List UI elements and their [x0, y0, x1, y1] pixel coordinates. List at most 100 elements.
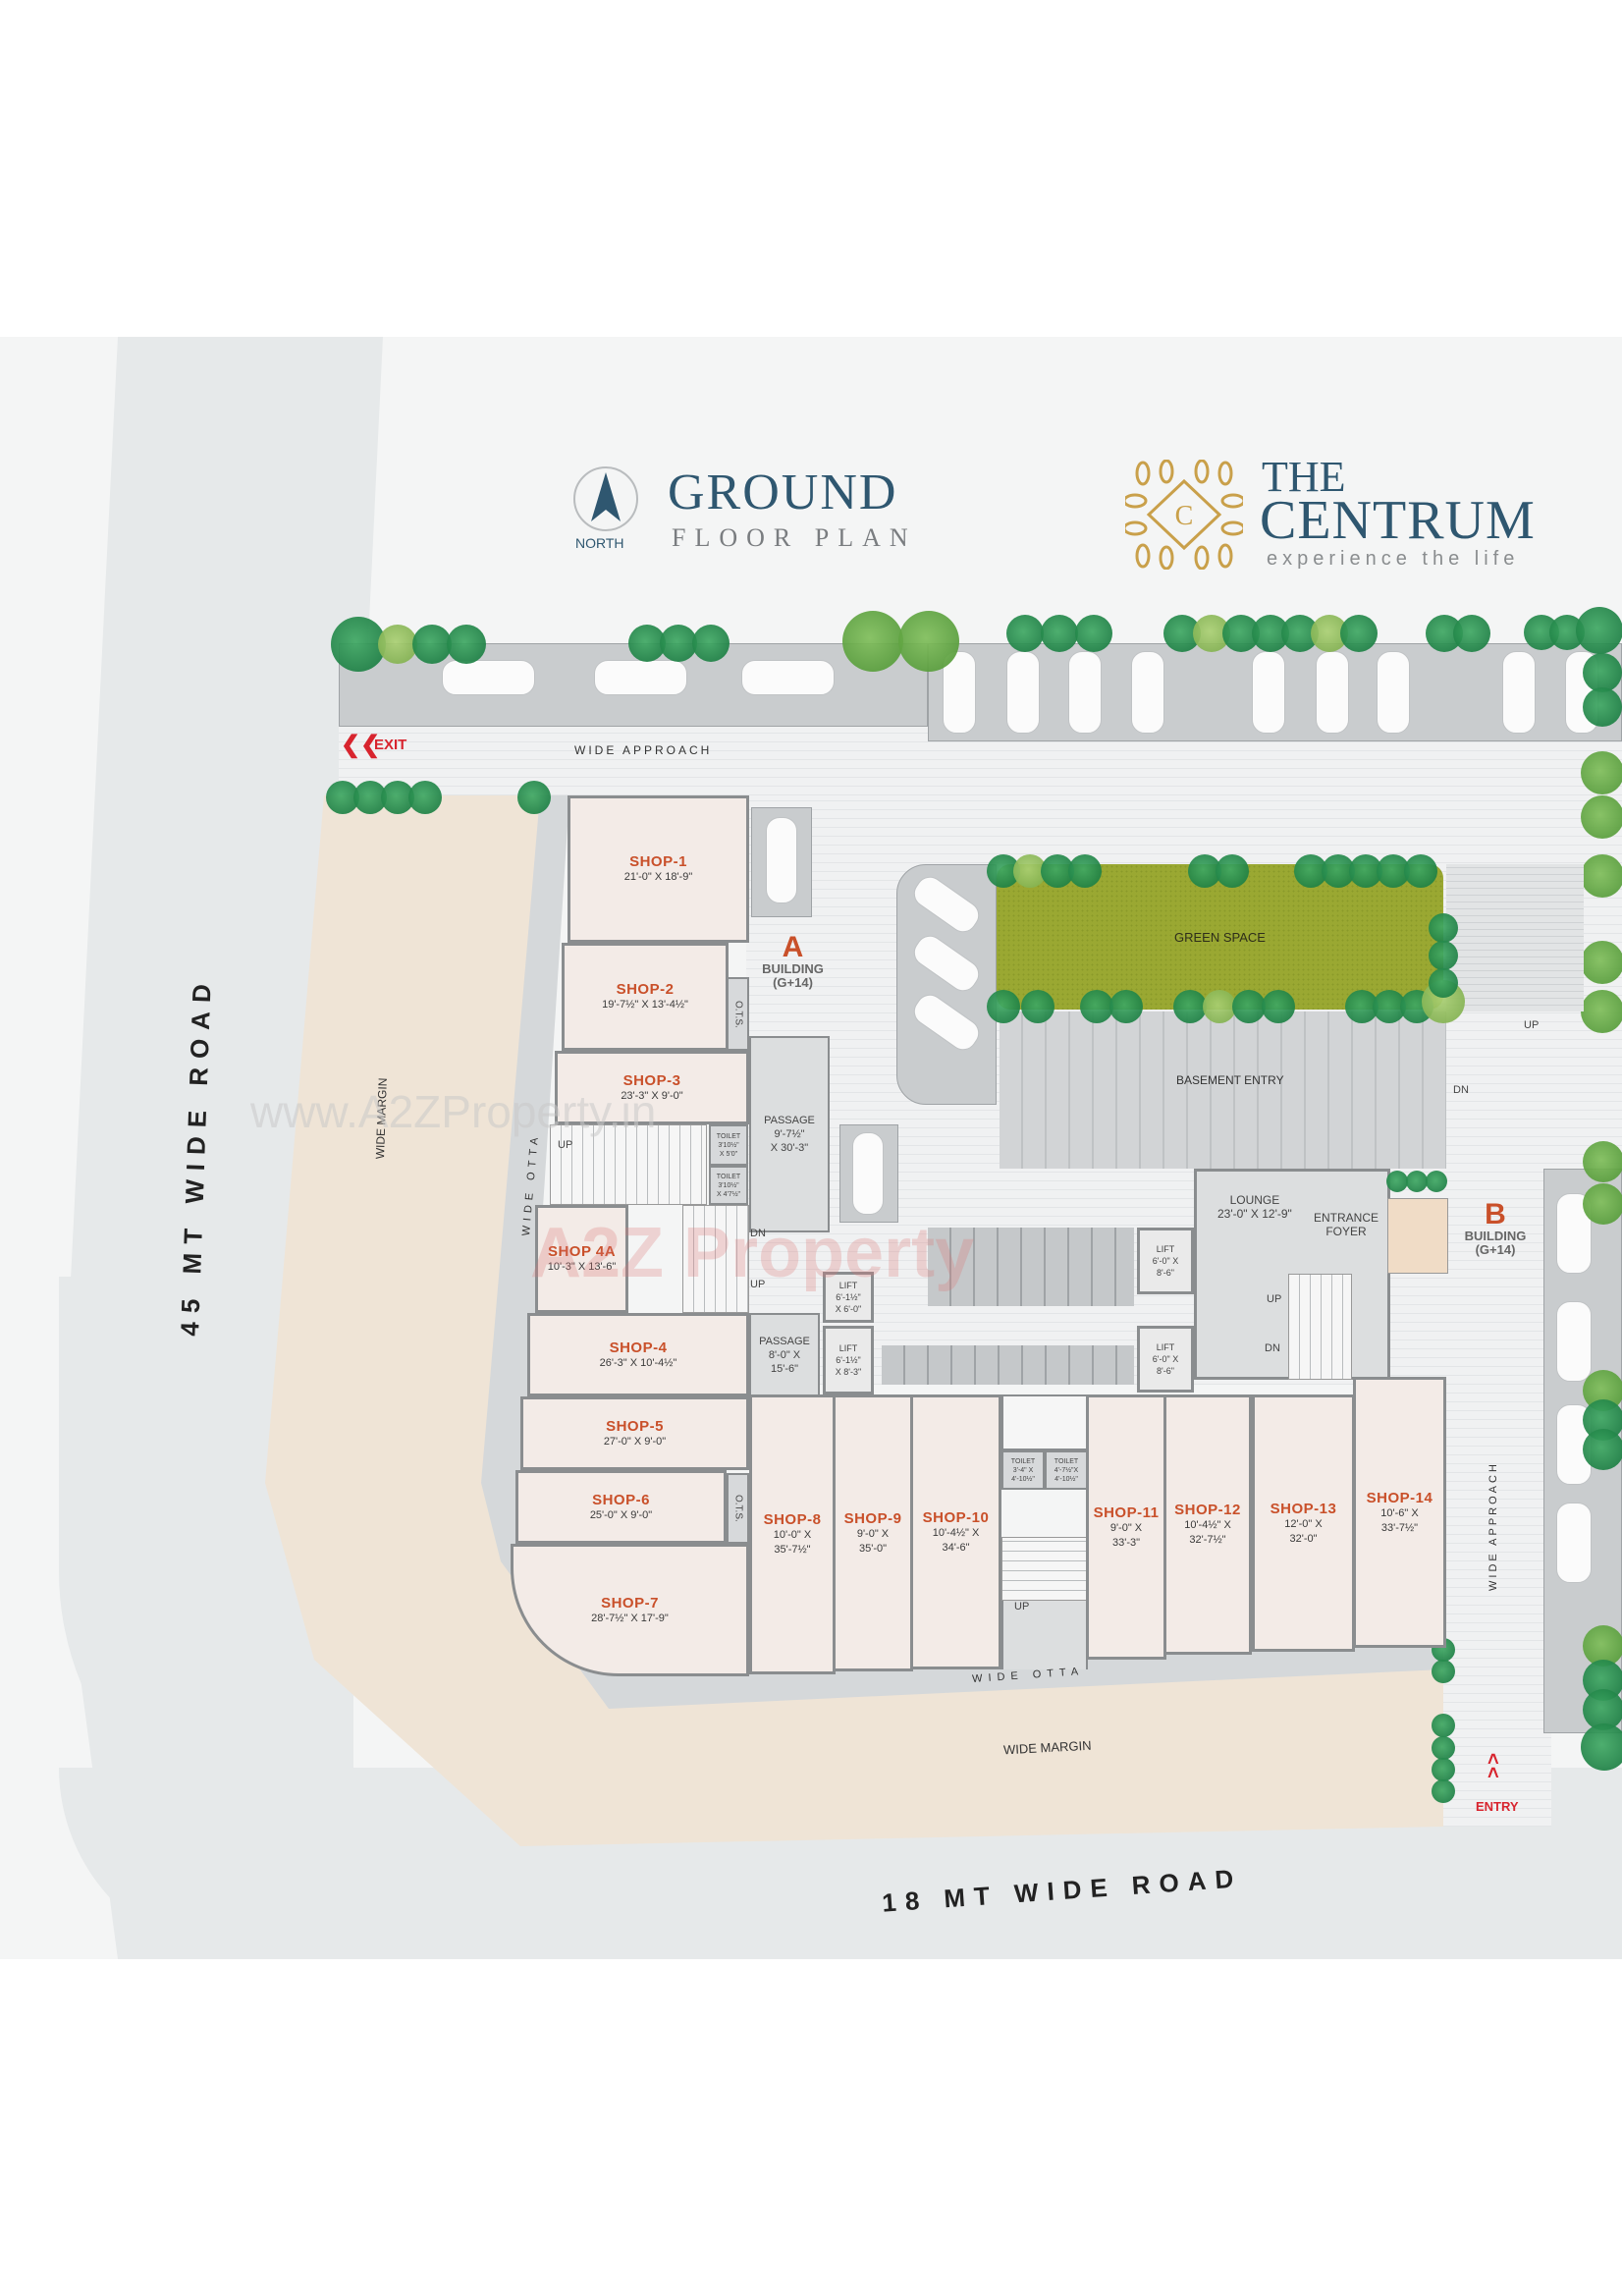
watermark-logo: A2Z Property: [530, 1214, 975, 1292]
ramp-up-label: UP: [1524, 1019, 1540, 1031]
tree-icon: [378, 625, 417, 664]
tree-icon: [1426, 1171, 1447, 1192]
tree-icon: [1581, 990, 1622, 1033]
stair-up-label: UP: [1267, 1293, 1282, 1305]
car-icon: [1377, 651, 1410, 734]
tree-icon: [1432, 1660, 1455, 1683]
stair-up-label: UP: [558, 1139, 573, 1151]
tree-icon: [660, 625, 697, 662]
ots-shaft: O.T.S.: [727, 977, 749, 1051]
svg-text:C: C: [1175, 501, 1194, 531]
tree-icon: [1203, 990, 1236, 1023]
two-wheeler-parking-bottom: [882, 1345, 1134, 1385]
tree-icon: [1075, 615, 1112, 652]
stair-up-label: UP: [750, 1279, 766, 1290]
tree-icon: [692, 625, 730, 662]
watermark-url: www.A2ZProperty.in: [250, 1086, 657, 1137]
page-title: GROUND: [668, 465, 898, 520]
exit-label: EXIT: [374, 737, 407, 753]
car-icon: [594, 660, 687, 695]
car-icon: [1006, 651, 1040, 734]
tree-icon: [1041, 615, 1078, 652]
stair-dn-label: DN: [1265, 1342, 1280, 1354]
tree-icon: [898, 611, 959, 672]
entry-label: ENTRY: [1476, 1799, 1519, 1814]
car-icon: [852, 1132, 884, 1215]
tree-icon: [1581, 854, 1622, 898]
green-space: GREEN SPACE: [997, 864, 1443, 1010]
staircase-a: [550, 1124, 707, 1205]
tree-icon: [1406, 1171, 1428, 1192]
tree-icon: [1583, 1141, 1622, 1182]
car-icon: [1316, 651, 1349, 734]
tree-icon: [1386, 1171, 1408, 1192]
brand-monogram-icon: C: [1122, 459, 1246, 571]
tree-icon: [842, 611, 903, 672]
tree-icon: [1576, 607, 1622, 654]
tree-icon: [1432, 1714, 1455, 1737]
car-icon: [1502, 651, 1536, 734]
car-icon: [442, 660, 535, 695]
ots-shaft: O.T.S.: [727, 1473, 749, 1544]
green-space-label: GREEN SPACE: [1174, 929, 1266, 945]
tree-icon: [1581, 795, 1622, 839]
staircase-b: [1288, 1274, 1352, 1380]
tree-icon: [1262, 990, 1295, 1023]
car-icon: [1252, 651, 1285, 734]
tree-icon: [1432, 1758, 1455, 1781]
staircase-a2: [682, 1205, 749, 1313]
tree-icon: [1080, 990, 1113, 1023]
brand-tagline: experience the life: [1267, 548, 1520, 570]
car-icon: [943, 651, 976, 734]
car-icon: [741, 660, 835, 695]
tree-icon: [1432, 1779, 1455, 1803]
tree-icon: [1429, 913, 1458, 943]
building-b-label: B BUILDING (G+14): [1451, 1200, 1540, 1257]
staircase-c: [1001, 1537, 1088, 1601]
ramp-dn-label: DN: [1453, 1084, 1469, 1096]
tree-icon: [331, 617, 386, 672]
car-icon: [1556, 1301, 1592, 1382]
tree-icon: [1232, 990, 1266, 1023]
tree-icon: [1216, 854, 1249, 888]
car-icon: [1131, 651, 1164, 734]
core-void: [1001, 1394, 1088, 1450]
tree-icon: [1429, 968, 1458, 998]
basement-ramp: [1000, 1011, 1446, 1169]
car-icon: [1068, 651, 1102, 734]
tree-icon: [412, 625, 452, 664]
building-a-label: A BUILDING (G+14): [751, 933, 835, 990]
tree-icon: [1581, 1723, 1622, 1771]
entry-arrow-icon: ˄˄: [1487, 1749, 1499, 1784]
core-lobby: [1001, 1601, 1088, 1669]
tree-icon: [1429, 941, 1458, 970]
tree-icon: [987, 990, 1020, 1023]
basement-entry-label: BASEMENT ENTRY: [1176, 1073, 1284, 1087]
tree-icon: [1583, 687, 1622, 727]
stair-up-label: UP: [1014, 1601, 1030, 1613]
foyer-planter: [1387, 1198, 1448, 1274]
tree-icon: [628, 625, 666, 662]
tree-icon: [1006, 615, 1044, 652]
